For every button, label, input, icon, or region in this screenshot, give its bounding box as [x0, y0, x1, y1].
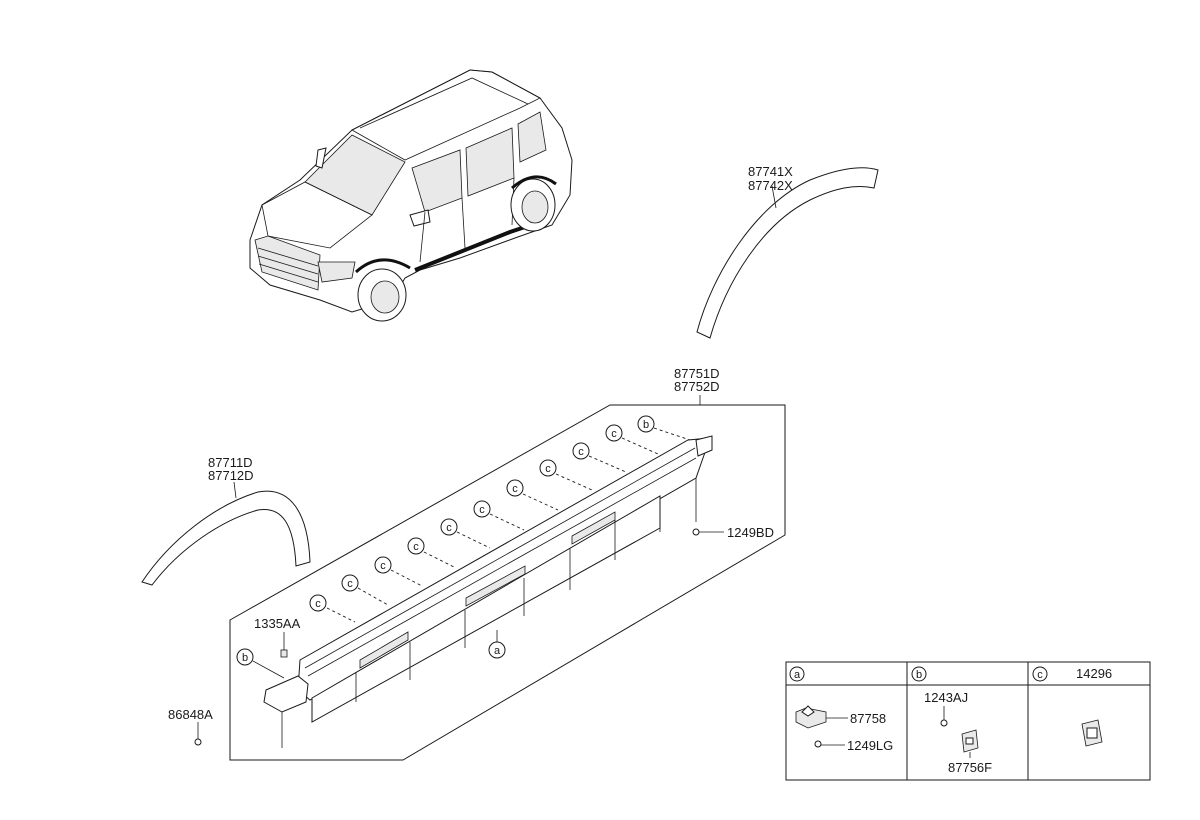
clip-leader-lines: [326, 427, 691, 642]
legend-b-part-2: 87756F: [948, 760, 992, 775]
front-arch-label-2: 87712D: [208, 468, 254, 483]
clip-icon-1335aa: [280, 632, 288, 658]
callout-c-8: c: [539, 459, 557, 477]
svg-text:c: c: [380, 560, 386, 572]
svg-text:c: c: [446, 522, 452, 534]
front-arch-label-1: 87711D: [208, 455, 253, 470]
callout-c-5: c: [440, 518, 458, 536]
legend-part-14296-icon: [1081, 719, 1103, 747]
svg-text:a: a: [794, 669, 801, 681]
svg-text:c: c: [512, 483, 518, 495]
sill-label-2: 87752D: [674, 379, 720, 394]
legend-a-part-2: 1249LG: [847, 738, 893, 753]
callout-c-9: c: [572, 442, 590, 460]
legend-part-1243aj-icon: [940, 706, 948, 727]
callout-c-6: c: [473, 500, 491, 518]
svg-text:b: b: [916, 669, 922, 681]
svg-text:c: c: [347, 578, 353, 590]
screw-front-label: 86848A: [168, 707, 213, 722]
legend-a-part-1: 87758: [850, 711, 886, 726]
callout-b-front: b: [236, 648, 254, 666]
svg-text:c: c: [545, 463, 551, 475]
callout-c-4: c: [407, 537, 425, 555]
legend-key-b: b: [911, 666, 927, 682]
callout-a-sill: a: [488, 641, 506, 659]
legend-part-1249lg-icon: [814, 740, 845, 748]
rear-arch-label-2: 87742X: [748, 178, 793, 193]
legend-part-87756f-icon: [961, 729, 979, 758]
legend-key-c: c: [1032, 666, 1048, 682]
legend-c-part-1: 14296: [1076, 666, 1112, 681]
svg-text:c: c: [611, 428, 617, 440]
sill-label-1: 87751D: [674, 366, 720, 381]
svg-text:c: c: [315, 598, 321, 610]
legend-part-87758-icon: [795, 705, 848, 729]
svg-text:c: c: [479, 504, 485, 516]
svg-text:b: b: [643, 419, 649, 431]
vehicle-illustration: [249, 69, 573, 322]
svg-text:a: a: [494, 645, 501, 657]
rear-wheel-arch-moulding: [696, 167, 879, 339]
callout-c-7: c: [506, 479, 524, 497]
svg-text:c: c: [413, 541, 419, 553]
rear-arch-label-1: 87741X: [748, 164, 793, 179]
svg-text:b: b: [242, 652, 248, 664]
callout-c-2: c: [341, 574, 359, 592]
clip-front-label: 1335AA: [254, 616, 301, 631]
front-wheel-arch-moulding: [141, 481, 311, 586]
legend-key-a: a: [789, 666, 805, 682]
callout-b-rear: b: [637, 415, 655, 433]
legend-table: a 87758 1249LG b 1243AJ 87756F c 14296: [785, 661, 1151, 781]
screw-icon-86848a: [194, 722, 202, 746]
screw-icon-1249bd: [692, 528, 724, 536]
svg-text:c: c: [1037, 669, 1043, 681]
sill-moulding-assembly: [229, 395, 786, 761]
screw-rear-label: 1249BD: [727, 525, 774, 540]
callout-c-3: c: [374, 556, 392, 574]
svg-text:c: c: [578, 446, 584, 458]
legend-b-part-1: 1243AJ: [924, 690, 968, 705]
callout-c-10: c: [605, 424, 623, 442]
callout-c-1: c: [309, 594, 327, 612]
